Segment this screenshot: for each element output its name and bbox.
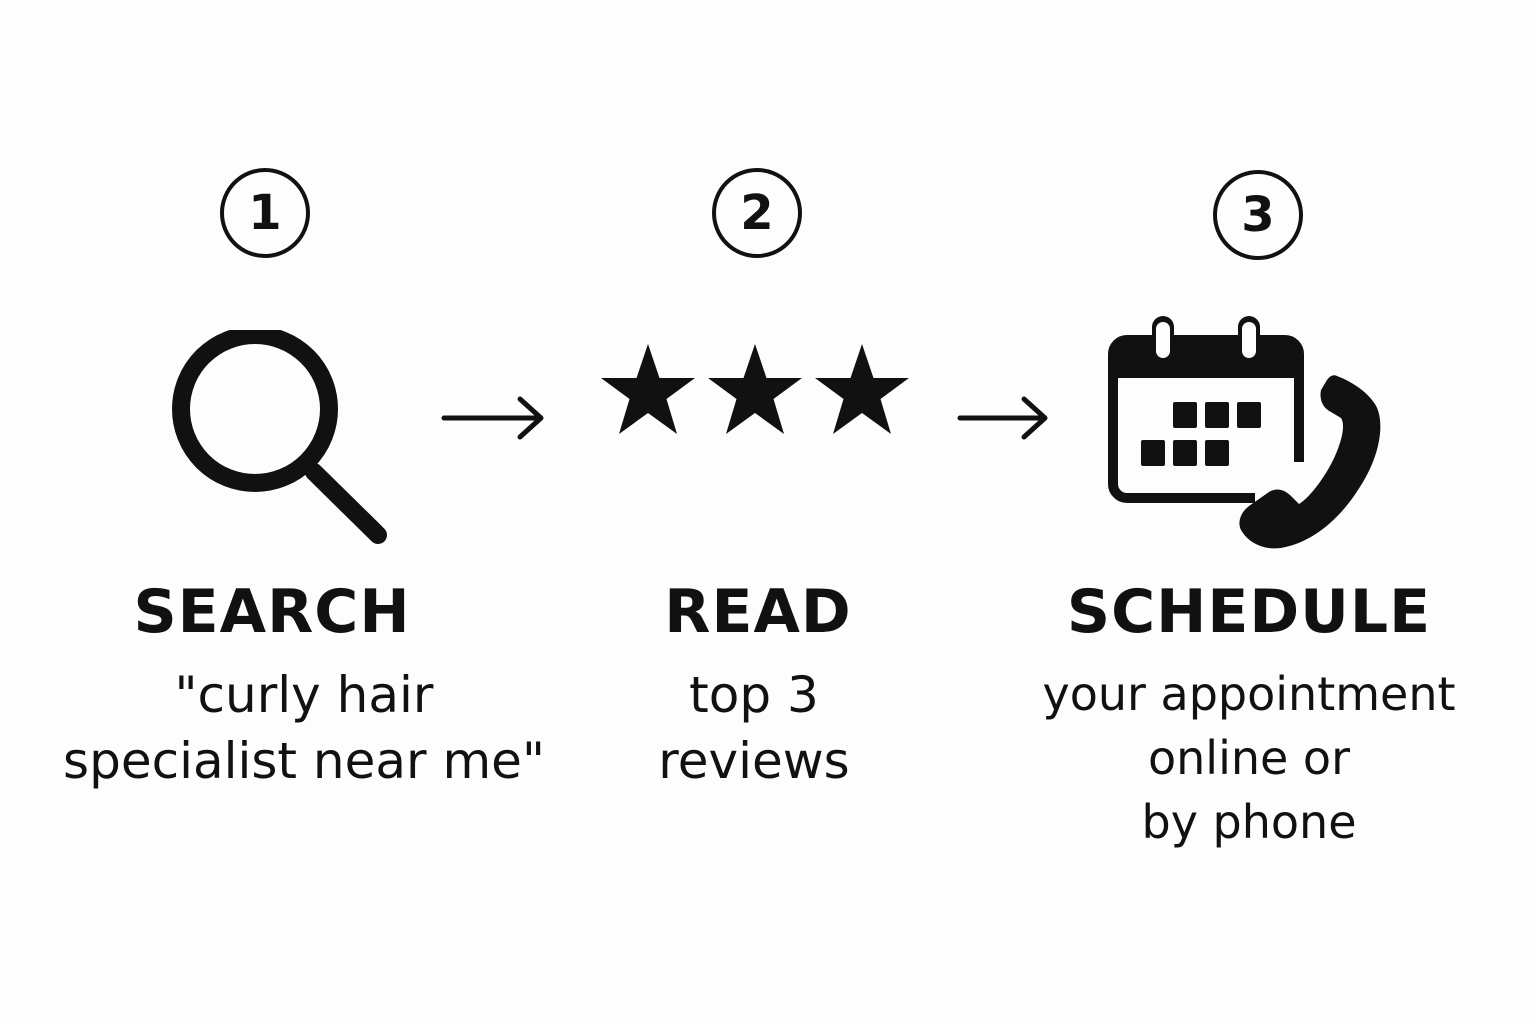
star-rating-icons	[601, 344, 909, 434]
star-icon	[601, 344, 695, 434]
step-description-line: "curly hair	[174, 666, 434, 724]
step-number: 2	[740, 185, 774, 241]
search-icon	[172, 330, 387, 544]
calendar-icon	[1108, 316, 1315, 522]
step-number-badge: 2	[712, 168, 802, 258]
step-title: SEARCH	[133, 577, 411, 647]
arrow-right-icon	[441, 396, 544, 440]
step-description: "curly hair specialist near me"	[4, 662, 604, 794]
step-number-badge: 1	[220, 168, 310, 258]
step-description-line: reviews	[658, 732, 850, 790]
step-search: 1 SEARCH "curly hair specialist near me"	[0, 0, 568, 1024]
phone-icon	[1239, 375, 1381, 549]
star-icon	[815, 344, 909, 434]
step-description-line: specialist near me"	[63, 732, 545, 790]
step-schedule: 3	[949, 0, 1536, 1024]
step-read: 2 READ top 3 reviews	[454, 0, 1054, 1024]
step-description: your appointment online or by phone	[949, 662, 1536, 854]
step-title: SCHEDULE	[1066, 577, 1432, 647]
step-number: 3	[1241, 187, 1275, 243]
step-description-line: online or	[1148, 731, 1350, 785]
star-icon	[708, 344, 802, 434]
step-description-line: top 3	[689, 666, 819, 724]
calendar-phone-icon	[1108, 316, 1381, 549]
step-number: 1	[248, 185, 282, 241]
step-description-line: your appointment	[1042, 667, 1456, 721]
step-description: top 3 reviews	[454, 662, 1054, 794]
step-title: READ	[664, 577, 852, 647]
step-description-line: by phone	[1141, 795, 1357, 849]
arrow-right-icon	[957, 396, 1048, 440]
step-number-badge: 3	[1213, 170, 1303, 260]
